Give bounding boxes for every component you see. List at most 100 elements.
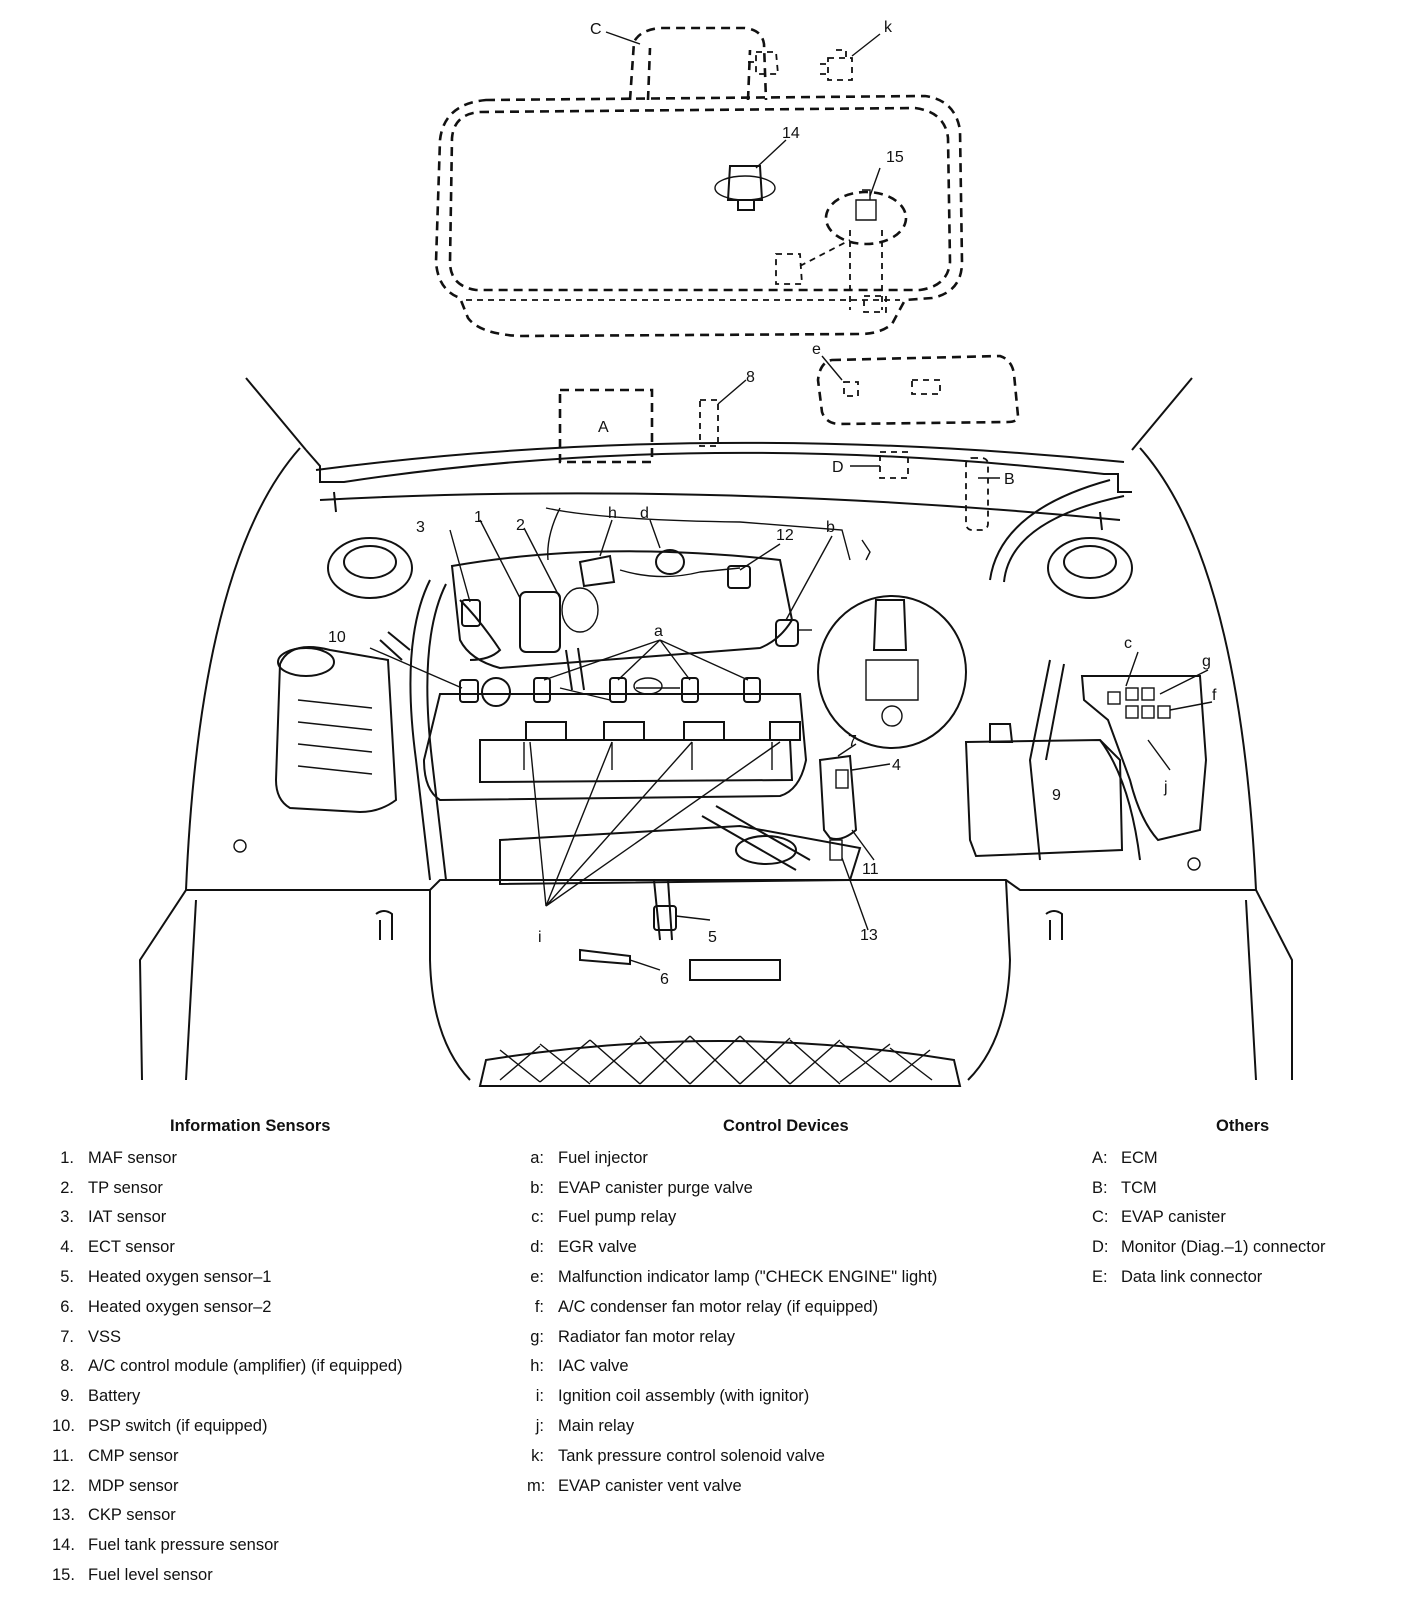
fuel-injectors-a [533,677,761,703]
iat-sensor-3 [461,599,481,627]
callout-h: h [608,505,617,522]
legend-item: h:IAC valve [527,1352,937,1382]
legend-item-label: PSP switch (if equipped) [88,1416,268,1435]
callout-14: 14 [782,125,800,142]
legend-item: m:EVAP canister vent valve [527,1472,937,1502]
legend-item: B:TCM [1092,1174,1326,1204]
legend-item-key: h: [530,1357,544,1376]
fuel-tank-outline [434,94,964,338]
legend-item-key: 10. [52,1416,75,1435]
callout-12: 12 [776,527,794,544]
ignition-coils-i [523,721,801,770]
fuel-tank-pressure-sensor-14 [714,165,776,211]
legend-item-key: k: [531,1446,544,1465]
legend-item-label: IAT sensor [88,1208,167,1227]
callout-A: A [598,419,609,436]
callout-8: 8 [746,369,755,386]
legend-item-label: Data link connector [1121,1267,1263,1286]
legend-item-key: i: [535,1387,544,1406]
legend-item-key: 15. [52,1565,75,1584]
purge-valve-b [775,619,812,647]
legend-item-label: Heated oxygen sensor–2 [88,1297,272,1316]
legend-item-key: j: [535,1416,544,1435]
legend-list-control-devices: a:Fuel injector b: EVAP canister purge val… [527,1144,937,1502]
callout-f: f [1212,687,1217,704]
legend-item: i: Ignition coil assembly (with ignitor) [527,1382,937,1412]
evap-canister-outline [628,26,779,101]
psp-switch-10 [459,679,479,703]
legend-item-label: Ignition coil assembly (with ignitor) [558,1387,810,1406]
ecm-box-A [558,388,654,464]
legend-item-label: Radiator fan motor relay [558,1327,735,1346]
legend-item-key: 8. [60,1357,74,1376]
tcm-box-B [965,457,989,531]
legend-item: b: EVAP canister purge valve [527,1174,937,1204]
callout-9: 9 [1052,787,1061,804]
engine-bay-drawing: C k 14 15 e 8 A D B h d 12 b 3 1 2 a 10 … [138,19,1293,1087]
strut-tower-right [1047,537,1133,599]
vehicle-body-outline [138,377,1293,1081]
legend-item-key: m: [527,1476,546,1495]
legend-item: 15.Fuel level sensor [52,1561,403,1591]
legend-item-key: g: [530,1327,544,1346]
legend-item: 8.A/C control module (amplifier) (if equ… [52,1352,402,1382]
callout-11: 11 [862,861,879,878]
legend-item-label: Fuel pump relay [558,1208,677,1227]
legend-item-label: Malfunction indicator lamp ("CHECK ENGIN… [558,1267,938,1286]
legend-item: 3.IAT sensor [52,1203,403,1233]
strut-tower-left [327,537,413,599]
callout-D: D [832,459,844,476]
callout-1: 1 [474,509,483,526]
legend-item-label: CKP sensor [88,1506,176,1525]
legend-item-label: TP sensor [88,1178,163,1197]
legend-item-key: b: [530,1178,544,1197]
air-intake-duct [459,599,585,691]
left-hoses [379,579,447,881]
legend-item-key: A: [1092,1148,1108,1167]
legend-item-key: 2. [60,1178,74,1197]
legend-item-label: ECM [1121,1148,1158,1167]
legend-item-key: 7. [60,1327,74,1346]
callout-7: 7 [848,733,857,750]
legend-title-control-devices: Control Devices [723,1117,849,1135]
leader-lines [369,31,1213,971]
legend-item-label: Tank pressure control solenoid valve [558,1446,825,1465]
callout-e: e [812,341,821,358]
callout-a: a [654,623,663,640]
legend-item-label: Main relay [558,1416,635,1435]
legend-item: 7.VSS [52,1323,403,1353]
legend-item-label: EVAP canister purge valve [558,1178,753,1197]
legend-item: f:A/C condenser fan motor relay (if equi… [527,1293,937,1323]
callout-4: 4 [892,757,901,774]
legend-item-label: MDP sensor [88,1476,179,1495]
legend-item-key: c: [531,1208,544,1227]
exhaust-manifold [499,805,862,886]
engine-bay-diagram: C k 14 15 e 8 A D B h d 12 b 3 1 2 a 10 … [138,19,1293,1087]
callout-3: 3 [416,519,425,536]
legend-title-information-sensors: Information Sensors [170,1117,331,1135]
legend-item: 13. CKP sensor [52,1501,403,1531]
legend-item-key: 13. [52,1506,75,1525]
egr-valve-and-iac [578,549,751,589]
coolant-reservoir [274,646,398,814]
legend-item-key: 6. [60,1297,74,1316]
ac-control-module-8 [699,399,719,447]
legend-item-key: 5. [60,1267,74,1286]
instrument-panel-e [816,354,1020,426]
legend-item: 14.Fuel tank pressure sensor [52,1531,403,1561]
legend-item-key: 12. [52,1476,75,1495]
legend-item-label: Battery [88,1387,141,1406]
callout-10: 10 [328,629,346,646]
callout-c: c [1124,635,1132,652]
right-cables [989,479,1125,861]
fuel-level-sensor-15 [775,189,908,313]
tank-pressure-valve-k [820,49,853,81]
legend-item: 2. TP sensor [52,1174,403,1204]
callout-13: 13 [860,927,878,944]
legend-item-key: 9. [60,1387,74,1406]
legend-item-label: EGR valve [558,1238,637,1257]
legend-item: e:Malfunction indicator lamp ("CHECK ENG… [527,1263,937,1293]
legend-item: a:Fuel injector [527,1144,937,1174]
legend-item: 5.Heated oxygen sensor–1 [52,1263,403,1293]
legend-item-key: D: [1092,1238,1109,1257]
